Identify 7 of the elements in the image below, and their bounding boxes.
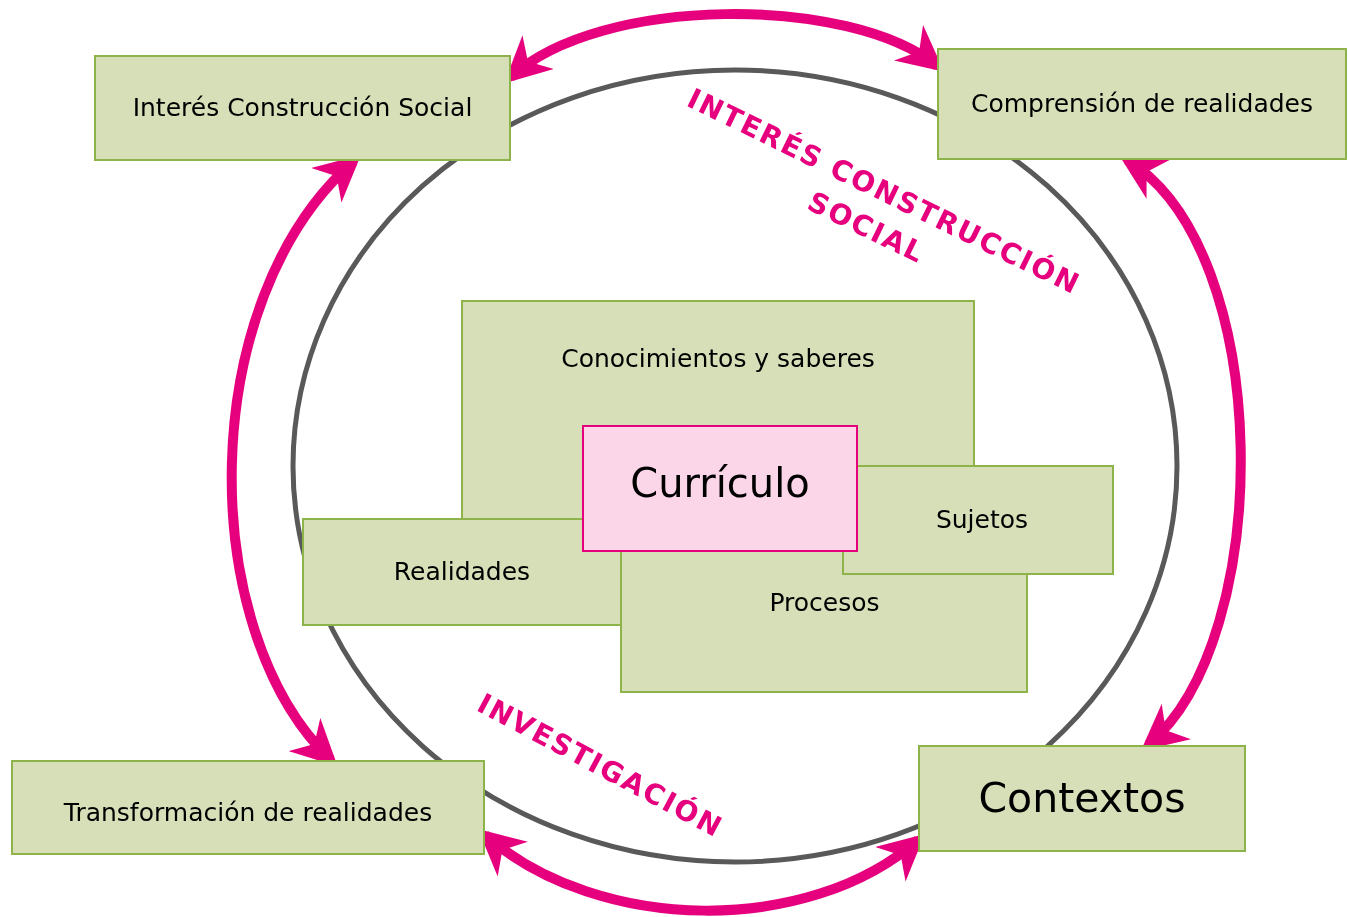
concept-box: Transformación de realidades [11, 760, 485, 855]
concept-box: Realidades [302, 518, 622, 626]
concept-box: Interés Construcción Social [94, 55, 511, 161]
concept-box: Comprensión de realidades [937, 48, 1347, 160]
concept-box: Currículo [582, 425, 858, 552]
concept-box: Contextos [918, 745, 1246, 852]
concept-box: Sujetos [842, 465, 1114, 575]
